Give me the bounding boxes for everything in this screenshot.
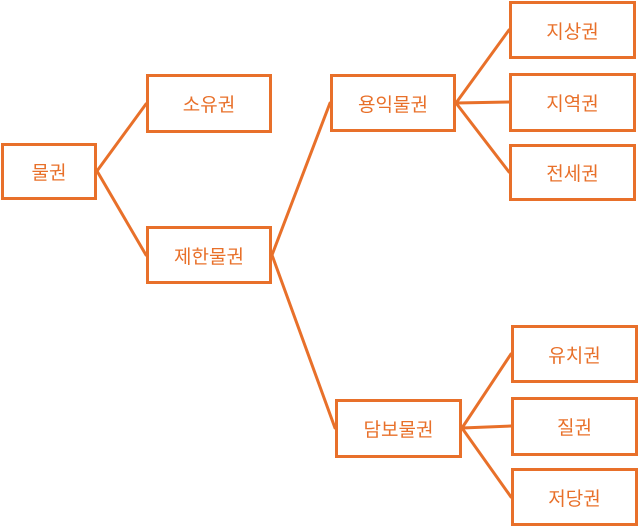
edge-limited-usufruct xyxy=(270,101,332,257)
node-ownership: 소유권 xyxy=(146,74,272,133)
edge-security-lien xyxy=(460,352,513,430)
node-real-rights: 물권 xyxy=(1,143,97,200)
node-usufructuary-rights: 용익물권 xyxy=(330,74,456,132)
edge-usufruct-superficies xyxy=(454,28,511,105)
edge-usufruct-easement xyxy=(454,100,511,105)
node-lien: 유치권 xyxy=(511,325,638,383)
node-superficies: 지상권 xyxy=(509,1,636,59)
node-security-rights: 담보물권 xyxy=(335,399,462,458)
edge-root-limited xyxy=(95,169,148,257)
edge-limited-security xyxy=(270,253,337,430)
edge-usufruct-jeonse xyxy=(454,101,511,174)
edge-security-mortgage xyxy=(460,426,513,499)
node-limited-real-rights: 제한물권 xyxy=(146,226,272,284)
edge-security-pledge xyxy=(460,424,513,430)
edge-root-ownership xyxy=(95,102,148,173)
node-easement: 지역권 xyxy=(509,73,636,132)
node-pledge: 질권 xyxy=(511,397,638,456)
node-mortgage: 저당권 xyxy=(511,468,638,526)
node-jeonse-right: 전세권 xyxy=(509,144,636,201)
